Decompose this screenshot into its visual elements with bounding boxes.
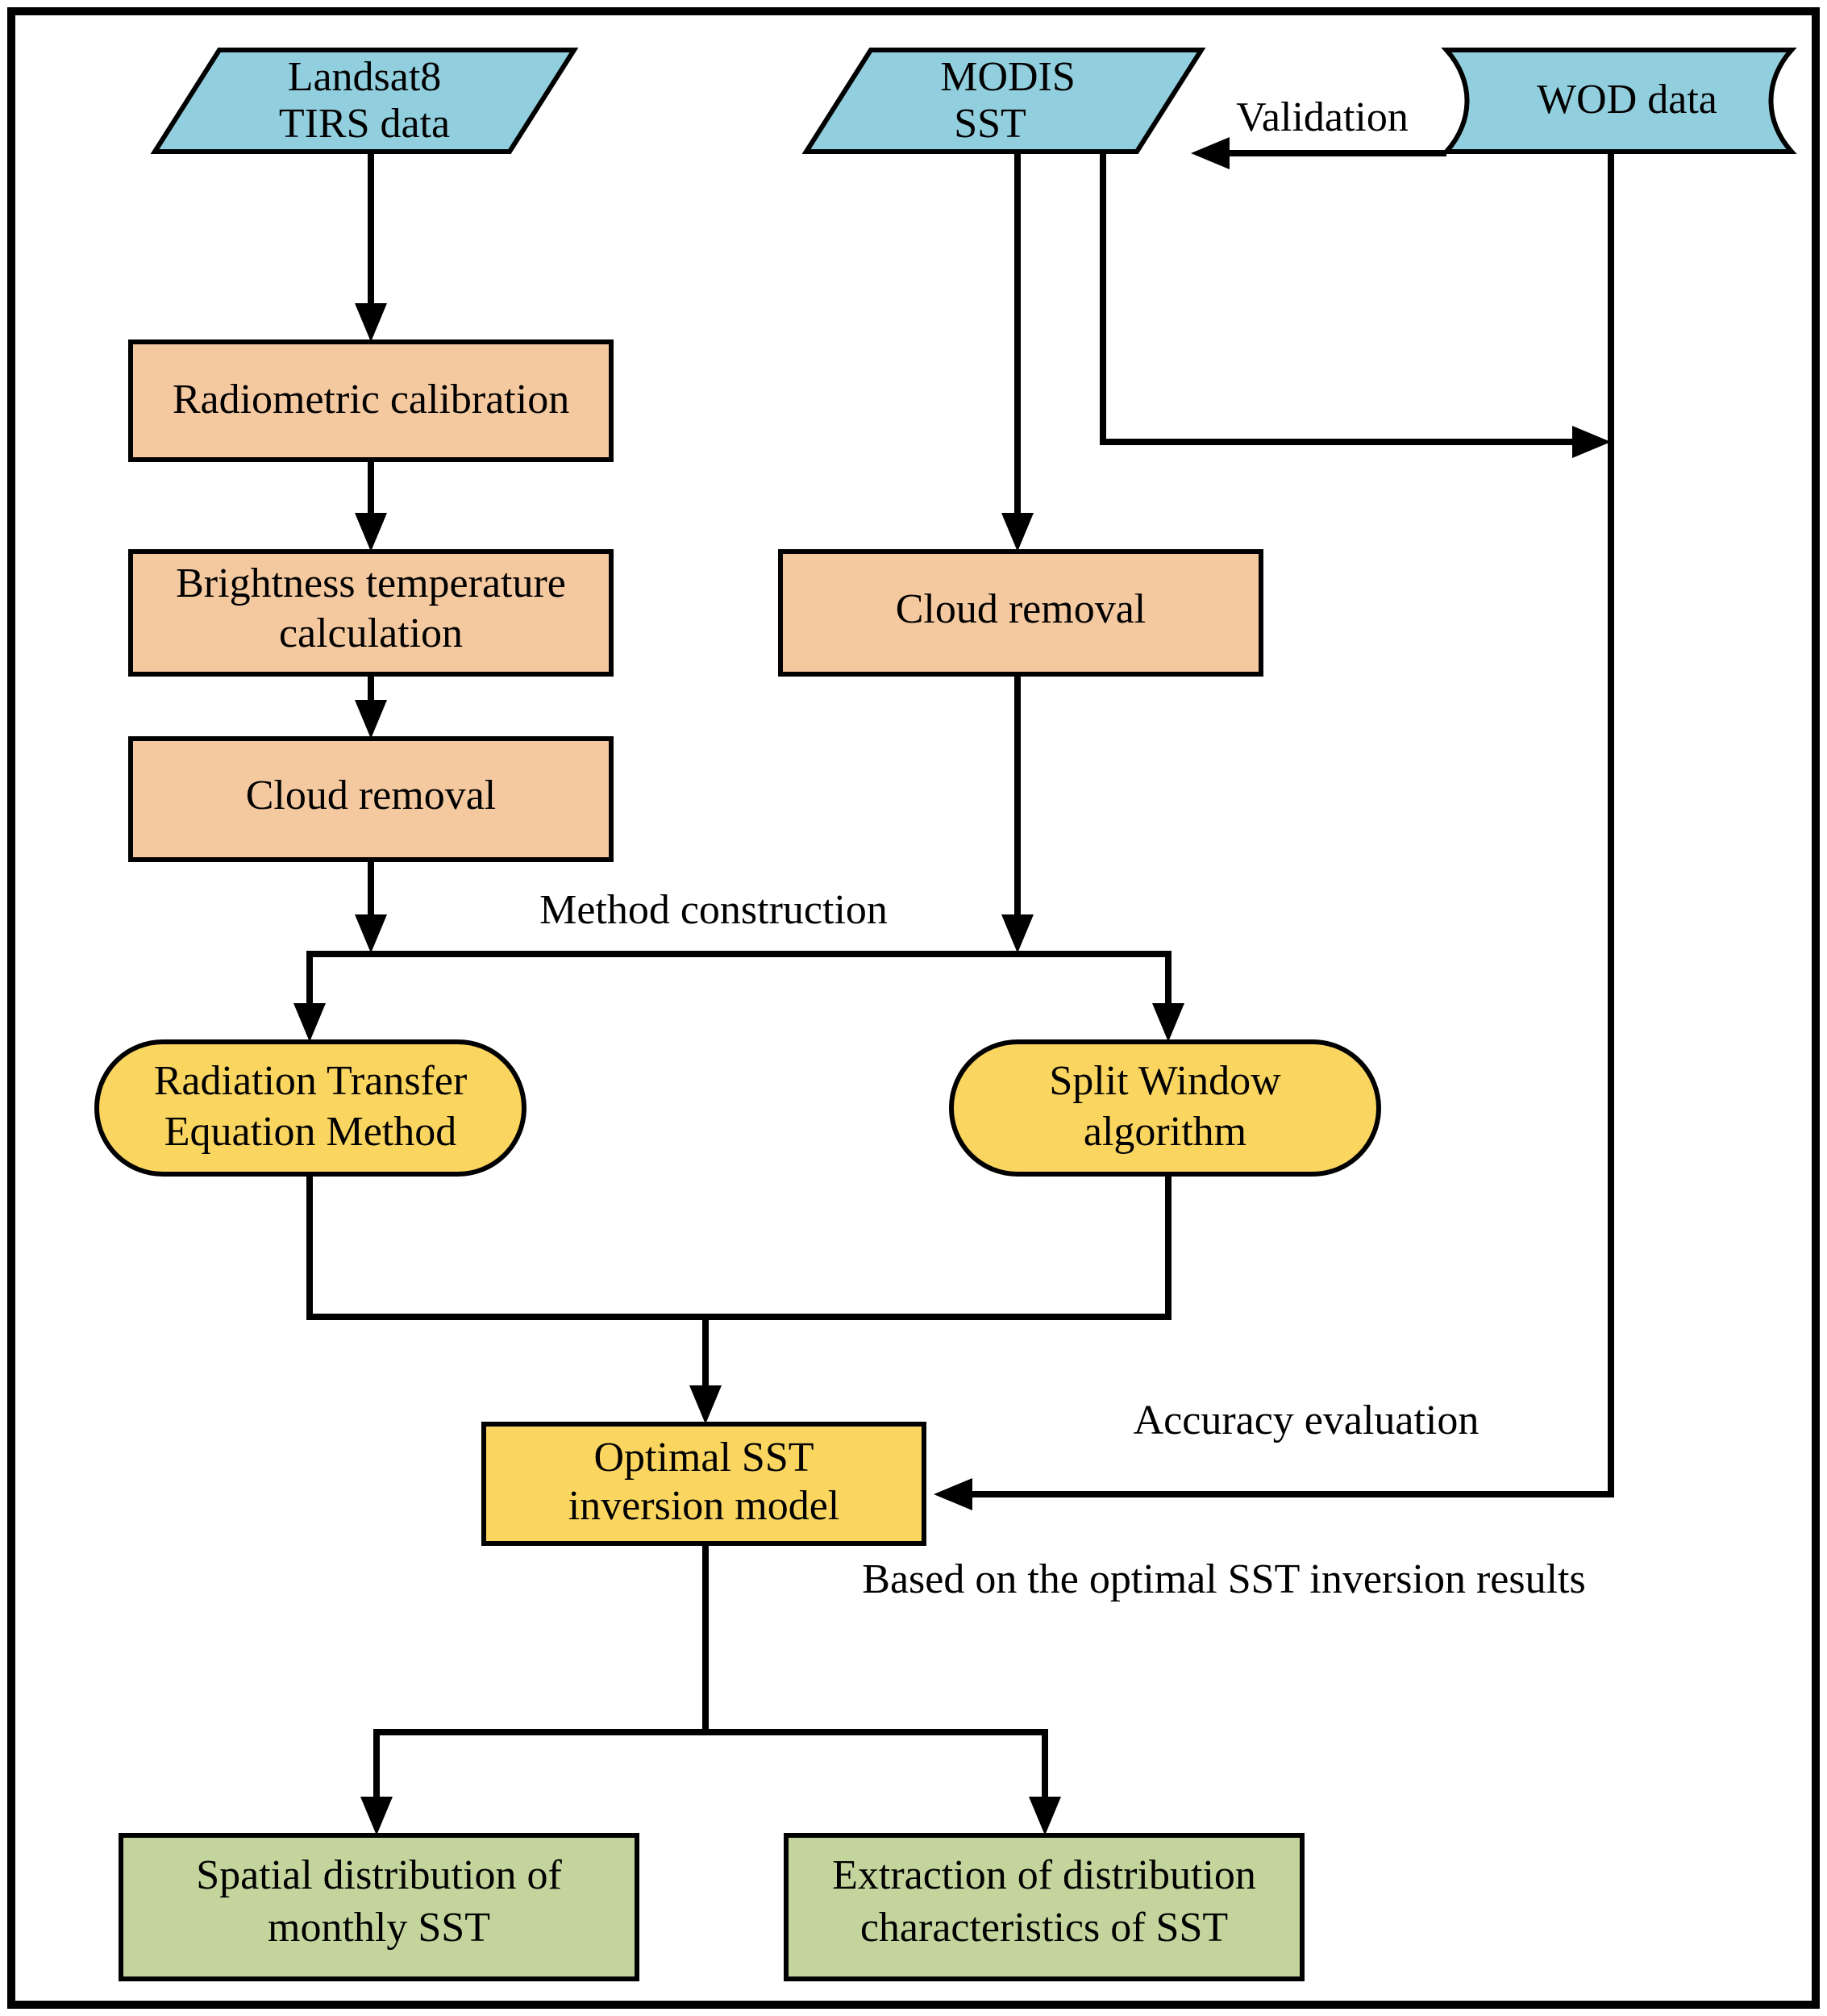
edge-bar-to-swa xyxy=(1152,954,1184,1042)
edge-bar-to-rte xyxy=(293,954,326,1042)
node-extraction-distribution-characteristics-sst[interactable]: Extraction of distribution characteristi… xyxy=(784,1833,1305,1981)
node-modis-sst[interactable]: MODIS SST xyxy=(801,48,1206,154)
node-spatial-distribution-monthly-sst[interactable]: Spatial distribution of monthly SST xyxy=(119,1833,639,1981)
edge-cloudmodis-to-bar xyxy=(1001,673,1034,953)
edge-cloudl8-to-bar xyxy=(355,859,387,953)
edge-wod-to-optimal xyxy=(934,149,1614,1510)
node-split-window-algorithm[interactable]: Split Window algorithm xyxy=(949,1039,1381,1177)
edge-label-validation: Validation xyxy=(1236,94,1409,140)
edge-bar-to-spatial xyxy=(360,1732,393,1835)
edge-label-method-construction: Method construction xyxy=(539,887,888,933)
edge-radcal-to-brightness xyxy=(355,458,387,552)
edge-merge-to-optimal xyxy=(689,1317,722,1424)
node-cloud-removal-modis[interactable]: Cloud removal xyxy=(778,549,1263,677)
edge-wod-to-modis xyxy=(1191,137,1446,169)
edge-brightness-to-cloud xyxy=(355,673,387,739)
node-cloud-removal-landsat[interactable]: Cloud removal xyxy=(128,736,614,862)
edge-modis-to-wodline xyxy=(1100,149,1611,458)
node-radiometric-calibration[interactable]: Radiometric calibration xyxy=(128,339,614,462)
node-radiation-transfer-equation-method[interactable]: Radiation Transfer Equation Method xyxy=(94,1039,526,1177)
node-wod-data[interactable]: WOD data xyxy=(1441,48,1797,154)
node-optimal-sst-inversion-model[interactable]: Optimal SST inversion model xyxy=(481,1422,926,1546)
node-landsat-tirs-data[interactable]: Landsat8 TIRS data xyxy=(150,48,579,154)
edge-bar-to-extraction xyxy=(1029,1732,1061,1835)
node-brightness-temperature-calculation[interactable]: Brightness temperature calculation xyxy=(128,549,614,677)
edge-label-accuracy-evaluation: Accuracy evaluation xyxy=(1134,1397,1479,1443)
diagram-frame xyxy=(7,7,1820,2009)
edge-label-based-on-results: Based on the optimal SST inversion resul… xyxy=(862,1556,1585,1602)
edge-modis-to-cloud xyxy=(1001,152,1034,552)
edge-landsat-to-radcal xyxy=(355,152,387,342)
